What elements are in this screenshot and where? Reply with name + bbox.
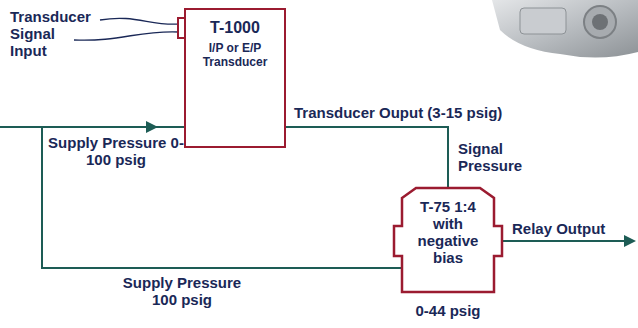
node-content: T-75 1:4 with negative bias — [392, 186, 504, 266]
text-label: Transducer Signal Input — [10, 8, 91, 59]
text-label: Supply Pressure 0-100 psig — [48, 134, 184, 168]
text-label: Relay Output — [512, 220, 605, 237]
edge-label: Transducer Ouput (3-15 psig) — [292, 104, 504, 121]
text-label: Supply Pressure 100 psig — [112, 274, 252, 308]
node-body: I/P or E/P Transducer — [186, 41, 284, 69]
node-title: T-1000 — [186, 18, 284, 37]
text-label: Signal Pressure — [458, 140, 522, 174]
node-content: T-1000I/P or E/P Transducer — [186, 18, 284, 69]
text-label: 0-44 psig — [398, 302, 498, 319]
device-photo — [492, 0, 638, 58]
transducer-box: T-1000I/P or E/P Transducer — [184, 8, 286, 148]
arrowhead — [624, 235, 636, 247]
relay-box: T-75 1:4 with negative bias — [392, 186, 504, 294]
relay-output-line — [502, 240, 626, 242]
signal-connector — [286, 127, 448, 187]
node-title: T-75 1:4 with negative bias — [418, 198, 479, 266]
supply-line — [42, 127, 402, 268]
arrowhead — [146, 121, 158, 133]
